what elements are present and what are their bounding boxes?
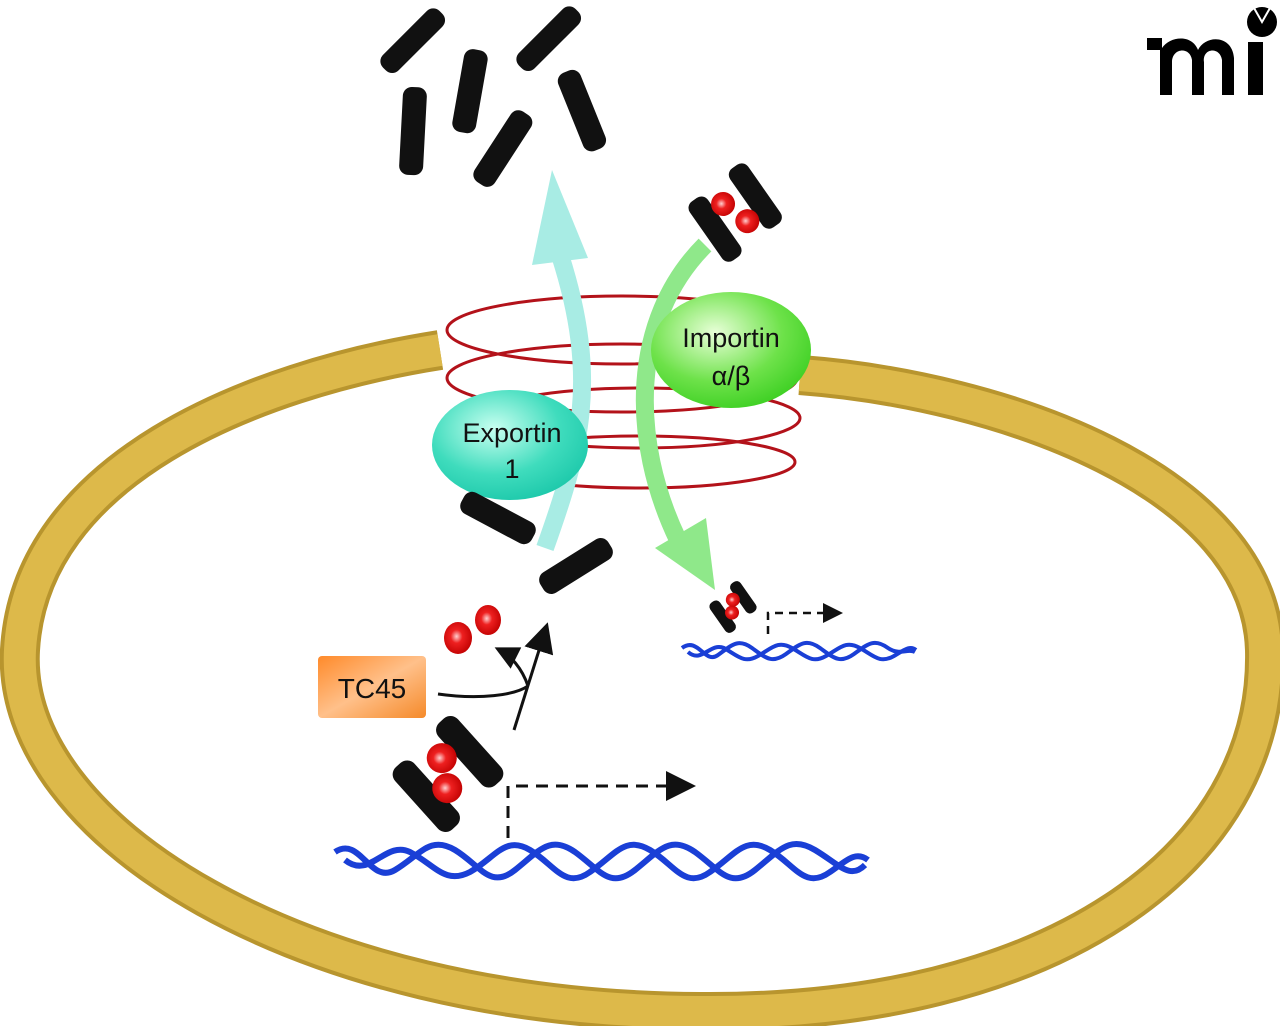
- tc45-node: TC45: [318, 656, 426, 718]
- dna-bound-dimer-small: [709, 581, 757, 633]
- exported-monomers: [460, 491, 613, 594]
- importin-label: Importin: [682, 323, 780, 353]
- exportin-label-number: 1: [504, 454, 519, 484]
- monomer: [399, 86, 427, 176]
- journal-logo: [1147, 7, 1277, 95]
- importin-label-subunits: α/β: [712, 361, 751, 391]
- nuclear-envelope: [0, 330, 1280, 1026]
- transcription-arrow-small: [766, 603, 843, 634]
- exportin-1-node: Exportin 1: [432, 390, 588, 500]
- dna-helix-large: [333, 841, 870, 882]
- import-arrow: [635, 238, 715, 590]
- monomer: [380, 8, 446, 74]
- released-ligands: [444, 605, 501, 654]
- dna-bound-dimer-large: [392, 715, 504, 833]
- exportin-label: Exportin: [462, 418, 561, 448]
- monomer: [557, 69, 607, 152]
- tc45-action-arrows: [437, 622, 554, 731]
- monomer: [473, 110, 533, 187]
- dna-helix-small: [680, 640, 918, 662]
- tc45-label: TC45: [338, 673, 406, 704]
- importin-node: Importin α/β: [651, 292, 811, 408]
- export-arrow: [532, 170, 592, 552]
- ligand-bound-dimer-cytoplasm: [688, 163, 782, 262]
- transcription-arrow-large: [506, 771, 696, 838]
- monomer: [516, 6, 582, 72]
- monomer: [452, 49, 488, 134]
- cytoplasmic-monomers: [380, 6, 607, 187]
